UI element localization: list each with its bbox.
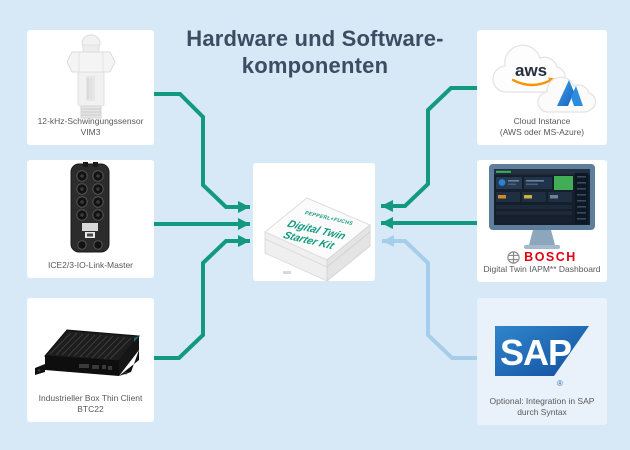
vibration-sensor-image <box>66 34 116 119</box>
page-title: Hardware und Software- komponenten <box>0 25 630 79</box>
page-title-line1: Hardware und Software- <box>186 26 444 51</box>
card-io-link-master: ICE2/3-IO-Link-Master <box>27 160 154 278</box>
cloud-caption-line2: (AWS oder MS-Azure) <box>499 127 585 137</box>
thin-client-caption: Industrieller Box Thin Client BTC22 <box>27 393 154 415</box>
starter-kit-box-image: PEPPERL+FUCHS Digital Twin Starter Kit <box>264 197 371 281</box>
card-thin-client: Industrieller Box Thin Client BTC22 <box>27 298 154 422</box>
sensor-caption-line1: 12-kHz-Schwingungssensor <box>37 116 144 126</box>
thin-client-caption-line1: Industrieller Box Thin Client <box>38 393 143 403</box>
bosch-logo: BOSCH <box>477 250 607 264</box>
card-dashboard: BOSCH Digital Twin IAPM** Dashboard <box>477 160 607 282</box>
azure-cloud-icon <box>537 76 597 113</box>
sap-logo: SAP ® <box>495 326 589 388</box>
iolink-caption-line1: ICE2/3-IO-Link-Master <box>47 260 134 270</box>
sensor-caption: 12-kHz-Schwingungssensor VIM3 <box>27 116 154 138</box>
arrow-sensor-to-kit <box>154 92 250 213</box>
card-starter-kit: PEPPERL+FUCHS Digital Twin Starter Kit <box>253 163 375 281</box>
sap-caption-line1: Optional: Integration in SAP <box>489 396 595 406</box>
azure-logo <box>557 80 574 106</box>
thin-client-caption-line2: BTC22 <box>77 404 104 414</box>
arrow-thinclient-to-kit <box>154 235 250 360</box>
thin-client-image <box>35 329 140 376</box>
iolink-caption: ICE2/3-IO-Link-Master <box>27 260 154 271</box>
arrow-sap-to-kit <box>382 235 477 360</box>
page-title-line2: komponenten <box>241 53 389 78</box>
card-sap-integration: SAP ® Optional: Integration in SAP durch… <box>477 298 607 425</box>
io-link-master-image <box>70 162 110 253</box>
card-cloud-instance: aws Cloud Instance (AWS oder MS-Azure) <box>477 30 607 145</box>
sap-caption: Optional: Integration in SAP durch Synta… <box>477 396 607 418</box>
dashboard-caption: Digital Twin IAPM** Dashboard <box>477 264 607 275</box>
cloud-caption-line1: Cloud Instance <box>513 116 571 126</box>
sap-logo-text: SAP <box>500 332 571 373</box>
card-vibration-sensor: 12-kHz-Schwingungssensor VIM3 <box>27 30 154 145</box>
dashboard-monitor-image <box>489 164 595 249</box>
bosch-symbol-icon <box>507 250 520 264</box>
cloud-instance-image: aws <box>492 44 597 113</box>
bosch-logo-text: BOSCH <box>524 250 577 264</box>
aws-logo-text: aws <box>515 61 547 80</box>
sap-caption-line2: durch Syntax <box>517 407 567 417</box>
arrow-cloud-to-kit <box>381 86 477 212</box>
sap-registered-mark: ® <box>557 379 563 388</box>
dashboard-caption-line1: Digital Twin IAPM** Dashboard <box>483 264 601 274</box>
cloud-caption: Cloud Instance (AWS oder MS-Azure) <box>477 116 607 138</box>
sensor-caption-line2: VIM3 <box>80 127 101 137</box>
